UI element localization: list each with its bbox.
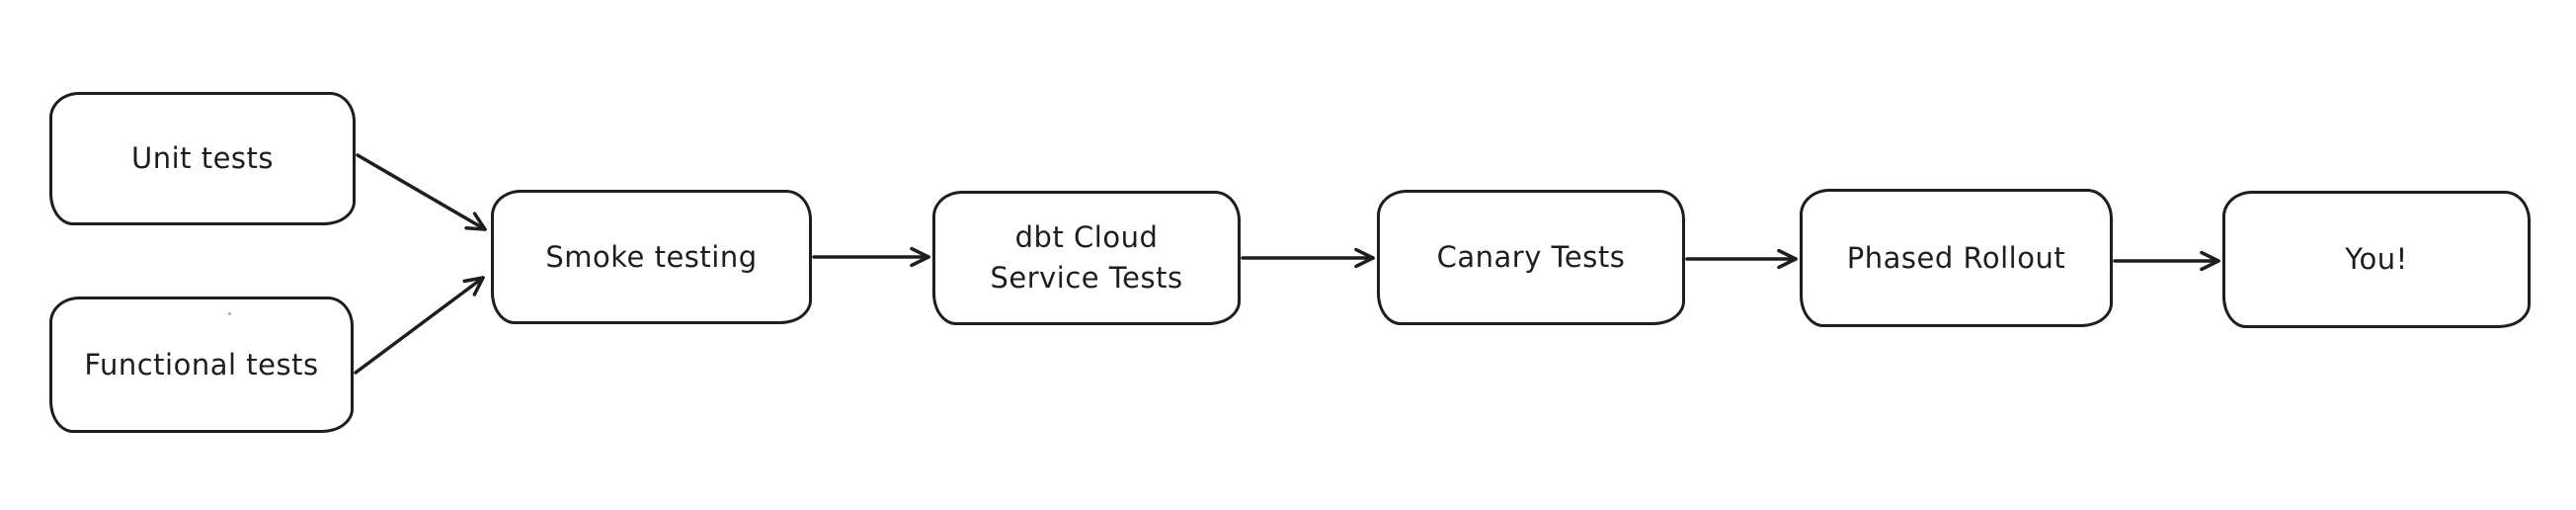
arrow-unit-tests-to-smoke-testing	[356, 153, 487, 231]
stray-dot-artifact	[228, 312, 231, 315]
arrow-functional-tests-to-smoke-testing	[354, 276, 485, 375]
arrow-head	[2200, 259, 2220, 272]
arrow-line	[354, 276, 485, 375]
arrow-dbt-cloud-service-tests-to-canary-tests	[1241, 247, 1375, 269]
node-smoke-testing: Smoke testing	[491, 190, 812, 324]
node-functional-tests: Functional tests	[49, 297, 354, 433]
node-unit-tests: Unit tests	[49, 92, 356, 225]
node-you: You!	[2222, 191, 2531, 328]
arrow-head	[1354, 247, 1375, 260]
arrow-head	[462, 276, 485, 284]
node-dbt-cloud-service-tests: dbt Cloud Service Tests	[932, 191, 1241, 325]
arrow-canary-tests-to-phased-rollout	[1685, 248, 1798, 270]
arrow-head	[1777, 257, 1798, 270]
arrow-phased-rollout-to-you	[2113, 250, 2220, 272]
arrow-head	[1777, 248, 1798, 261]
arrow-head	[472, 212, 487, 231]
arrow-head	[472, 276, 485, 297]
arrow-line	[356, 153, 487, 231]
node-phased-rollout: Phased Rollout	[1800, 189, 2113, 327]
arrow-head	[2200, 250, 2220, 263]
arrow-head	[910, 246, 930, 259]
arrow-smoke-testing-to-dbt-cloud-service-tests	[812, 246, 930, 268]
arrow-head	[464, 225, 487, 231]
arrow-head	[910, 255, 930, 268]
node-canary-tests: Canary Tests	[1377, 190, 1685, 325]
arrow-head	[1354, 256, 1375, 269]
